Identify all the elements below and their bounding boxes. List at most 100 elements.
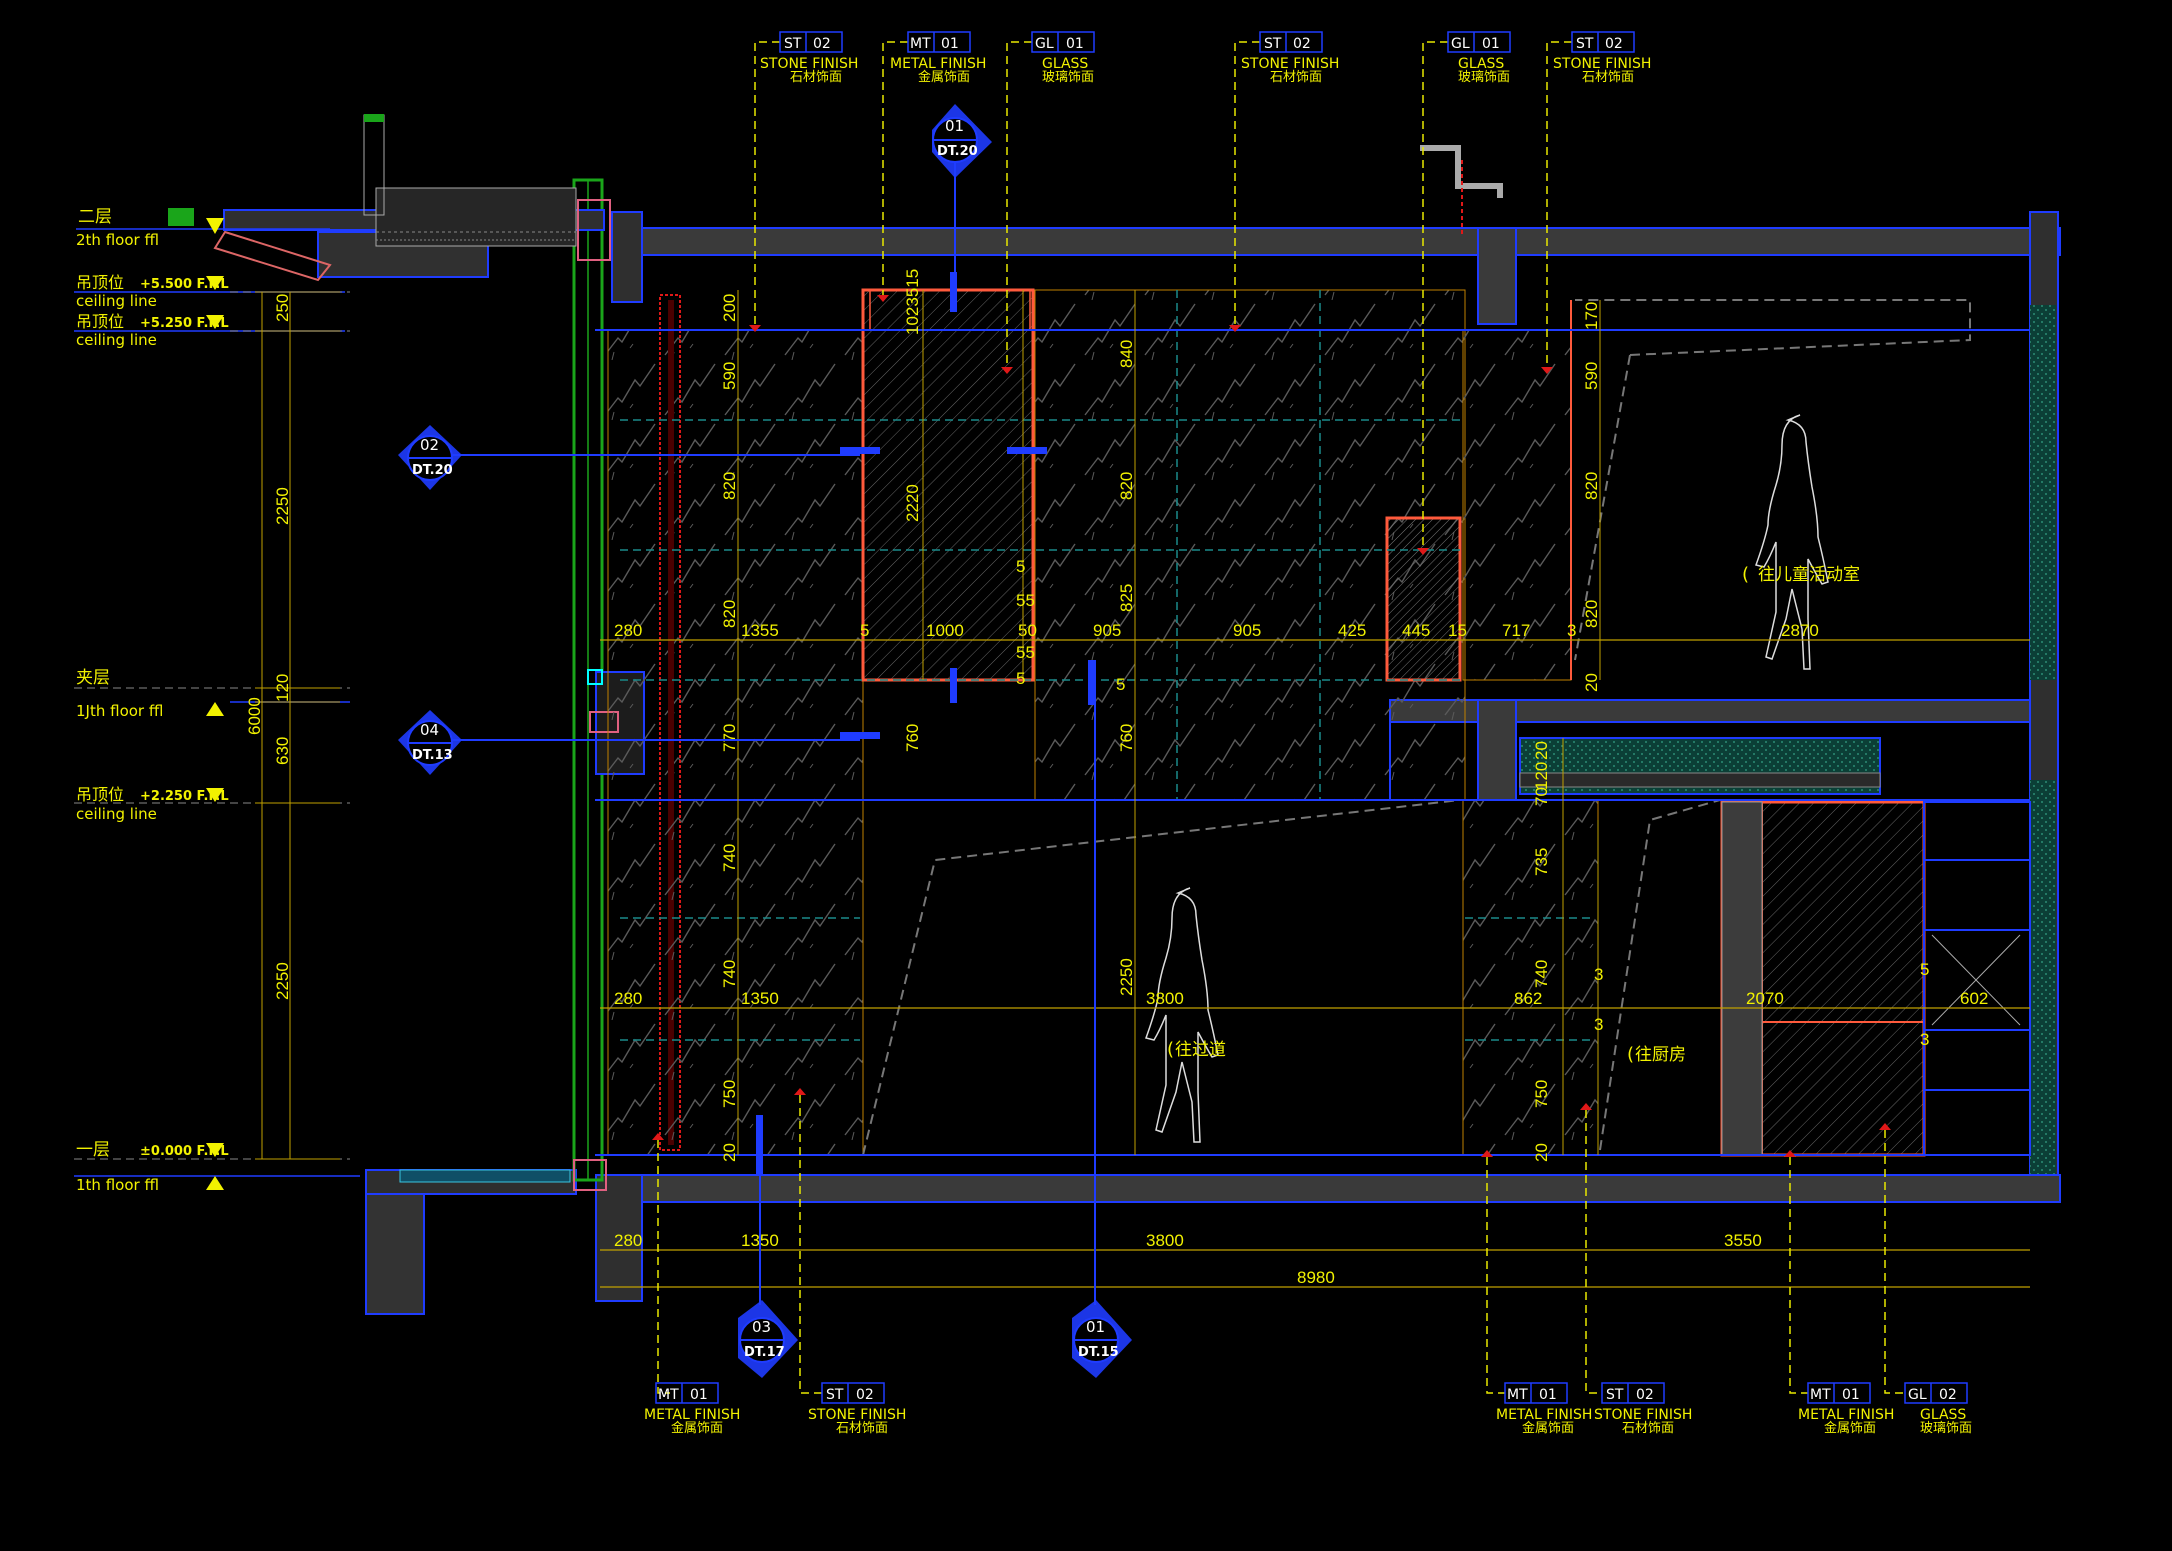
svg-text:MT: MT [658, 1387, 679, 1403]
svg-text:750: 750 [720, 1080, 739, 1108]
svg-text:02: 02 [1636, 1387, 1654, 1403]
svg-text:ceiling line: ceiling line [76, 292, 157, 310]
svg-text:735: 735 [1532, 848, 1551, 876]
svg-text:GLASS: GLASS [1042, 56, 1088, 72]
svg-text:GL: GL [1451, 36, 1470, 52]
svg-text:5: 5 [1920, 960, 1929, 979]
tag-bottom-4: ST 02 STONE FINISH 石材饰面 [1594, 1382, 1692, 1436]
svg-text:ST: ST [1576, 36, 1594, 52]
svg-text:01: 01 [1086, 1318, 1105, 1336]
svg-text:280: 280 [614, 1231, 642, 1250]
svg-text:120: 120 [273, 674, 292, 702]
svg-text:(: ( [1742, 564, 1749, 585]
svg-text:717: 717 [1502, 621, 1530, 640]
svg-text:MT: MT [1810, 1387, 1831, 1403]
svg-text:55: 55 [1016, 643, 1035, 662]
callout-01-top: 01 DT.20 [932, 104, 992, 310]
svg-text:01: 01 [1842, 1387, 1860, 1403]
room-label-corridor: 往过道 [1175, 1040, 1226, 1060]
level-mezzanine: 夹层 1Jth floor ffl [74, 668, 350, 720]
svg-text:02: 02 [420, 436, 439, 454]
svg-text:820: 820 [720, 600, 739, 628]
svg-text:STONE FINISH: STONE FINISH [1594, 1407, 1692, 1423]
svg-text:(: ( [1167, 1039, 1174, 1060]
svg-text:5: 5 [1016, 557, 1025, 576]
svg-text:170: 170 [1582, 302, 1601, 330]
svg-text:862: 862 [1514, 989, 1542, 1008]
svg-text:3: 3 [1594, 965, 1603, 984]
svg-text:01: 01 [945, 117, 964, 135]
svg-text:3550: 3550 [1724, 1231, 1762, 1250]
svg-text:590: 590 [720, 362, 739, 390]
svg-text:+2.250 F.F.L: +2.250 F.F.L [140, 789, 229, 804]
tag-bottom-6: GL 02 GLASS 玻璃饰面 [1904, 1382, 1972, 1436]
dim-row-upper: 280 1355 5 1000 50 905 905 425 445 15 71… [614, 621, 1819, 640]
svg-text:01: 01 [1482, 36, 1500, 52]
svg-text:MT: MT [910, 36, 931, 52]
svg-text:5: 5 [1016, 669, 1025, 688]
svg-text:740: 740 [720, 844, 739, 872]
svg-text:5: 5 [860, 621, 869, 640]
svg-text:2250: 2250 [273, 487, 292, 525]
svg-text:760: 760 [903, 724, 922, 752]
svg-text:石材饰面: 石材饰面 [1582, 70, 1634, 85]
tag-top-3: GL 01 GLASS 玻璃饰面 [1031, 31, 1095, 85]
svg-text:02: 02 [1293, 36, 1311, 52]
svg-text:玻璃饰面: 玻璃饰面 [1042, 70, 1094, 85]
svg-text:2070: 2070 [1746, 989, 1784, 1008]
svg-text:DT.20: DT.20 [937, 144, 978, 159]
svg-text:DT.17: DT.17 [744, 1345, 785, 1360]
svg-text:01: 01 [941, 36, 959, 52]
svg-text:1355: 1355 [741, 621, 779, 640]
svg-text:±0.000 F.F.L: ±0.000 F.F.L [140, 1144, 229, 1159]
vertical-dim-lines [737, 290, 1601, 1155]
svg-text:3: 3 [1594, 1015, 1603, 1034]
svg-text:280: 280 [614, 989, 642, 1008]
grid-lines [620, 290, 1595, 1041]
wall-finishes [607, 145, 2031, 1157]
svg-text:840: 840 [1117, 340, 1136, 368]
svg-text:GLASS: GLASS [1458, 56, 1504, 72]
svg-text:01: 01 [1539, 1387, 1557, 1403]
svg-text:04: 04 [420, 721, 439, 739]
svg-text:吊顶位: 吊顶位 [76, 785, 124, 804]
dim-row-bottom: 280 1350 3800 3550 8980 [614, 1231, 1762, 1287]
horizontal-dim-lines [600, 639, 2030, 1288]
person-figures [1145, 414, 1829, 1143]
svg-text:金属饰面: 金属饰面 [671, 1420, 723, 1436]
svg-text:02: 02 [813, 36, 831, 52]
svg-text:METAL FINISH: METAL FINISH [890, 56, 986, 72]
svg-text:石材饰面: 石材饰面 [1270, 70, 1322, 85]
room-label-kitchen: 往厨房 [1635, 1045, 1686, 1065]
callout-02: 02 DT.20 [398, 425, 860, 490]
svg-text:STONE FINISH: STONE FINISH [760, 56, 858, 72]
svg-text:夹层: 夹层 [76, 668, 110, 688]
tag-top-6: ST 02 STONE FINISH 石材饰面 [1553, 31, 1651, 85]
svg-text:3: 3 [1567, 621, 1576, 640]
svg-text:DT.20: DT.20 [412, 463, 453, 478]
svg-text:吊顶位: 吊顶位 [76, 273, 124, 292]
svg-text:905: 905 [1233, 621, 1261, 640]
svg-text:+5.250 F.F.L: +5.250 F.F.L [140, 316, 229, 331]
level-second-floor: 二层 2th floor ffl [76, 207, 330, 249]
svg-text:02: 02 [1939, 1387, 1957, 1403]
svg-text:120: 120 [1532, 762, 1551, 790]
room-labels: 往儿童活动室 往过道 往厨房 ( ( ( [1167, 564, 1860, 1065]
level-ceiling-c: 吊顶位 +2.250 F.F.L ceiling line [74, 785, 350, 823]
svg-text:GL: GL [1035, 36, 1054, 52]
level-first-floor: 一层 ±0.000 F.F.L 1th floor ffl [74, 1140, 360, 1194]
svg-text:820: 820 [720, 472, 739, 500]
svg-text:250: 250 [273, 294, 292, 322]
svg-text:3800: 3800 [1146, 989, 1184, 1008]
svg-text:01: 01 [690, 1387, 708, 1403]
tag-top-2: MT 01 METAL FINISH 金属饰面 [890, 31, 986, 85]
svg-text:15: 15 [1448, 621, 1467, 640]
svg-text:20: 20 [1582, 673, 1601, 692]
svg-text:金属饰面: 金属饰面 [1824, 1420, 1876, 1436]
svg-text:ST: ST [826, 1387, 844, 1403]
svg-text:2th floor ffl: 2th floor ffl [76, 231, 159, 249]
svg-text:740: 740 [1532, 960, 1551, 988]
svg-text:2870: 2870 [1781, 621, 1819, 640]
svg-text:2250: 2250 [273, 962, 292, 1000]
svg-text:1Jth floor ffl: 1Jth floor ffl [76, 702, 163, 720]
